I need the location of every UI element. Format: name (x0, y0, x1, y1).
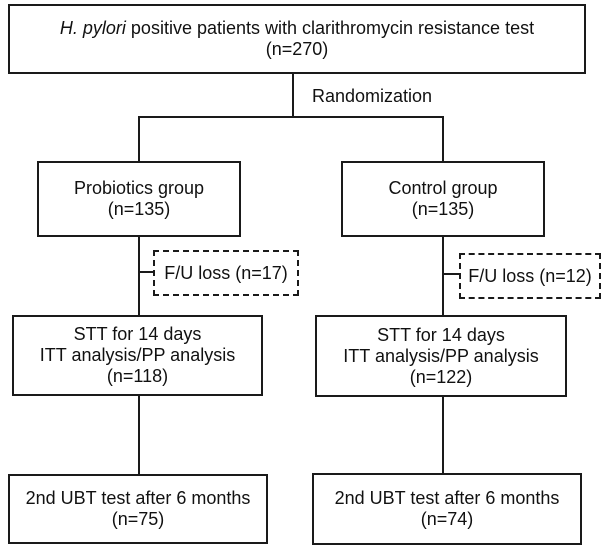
right-fu-loss-label: F/U loss (n=12) (468, 266, 592, 286)
right-stt-line2: ITT analysis/PP analysis (343, 345, 539, 366)
connector-left-stub (138, 116, 140, 162)
right-ubt-count: (n=74) (420, 509, 474, 529)
control-group-count: (n=135) (411, 199, 475, 219)
right-stt-box: STT for 14 days ITT analysis/PP analysis… (315, 315, 567, 397)
connector-right-group-to-stt (442, 237, 444, 315)
probiotics-group-count: (n=135) (107, 199, 171, 219)
right-stt-count: (n=122) (409, 366, 473, 387)
connector-right-stt-to-ubt (442, 397, 444, 473)
enrollment-title-rest: positive patients with clarithromycin re… (125, 18, 535, 38)
right-ubt-box: 2nd UBT test after 6 months (n=74) (312, 473, 582, 545)
control-group-box: Control group (n=135) (341, 161, 545, 237)
randomization-label: Randomization (312, 86, 433, 106)
right-ubt-line1: 2nd UBT test after 6 months (334, 488, 560, 508)
enrollment-title: H. pylori positive patients with clarith… (60, 18, 534, 39)
species-name-italic: H. pylori (59, 18, 126, 38)
left-ubt-count: (n=75) (111, 509, 165, 529)
left-ubt-line1: 2nd UBT test after 6 months (25, 488, 251, 508)
connector-top-vertical (292, 74, 294, 118)
enrollment-count: (n=270) (265, 39, 329, 59)
connector-branch-horizontal (138, 116, 444, 118)
control-group-name: Control group (388, 178, 498, 198)
left-fu-loss-box: F/U loss (n=17) (153, 250, 299, 296)
probiotics-group-name: Probiotics group (73, 178, 205, 198)
connector-right-fu-tick (442, 273, 460, 275)
enrollment-box: H. pylori positive patients with clarith… (8, 4, 586, 74)
connector-left-stt-to-ubt (138, 396, 140, 474)
left-stt-box: STT for 14 days ITT analysis/PP analysis… (12, 315, 263, 396)
connector-left-group-to-stt (138, 237, 140, 315)
probiotics-group-box: Probiotics group (n=135) (37, 161, 241, 237)
left-fu-loss-label: F/U loss (n=17) (164, 263, 288, 283)
right-fu-loss-box: F/U loss (n=12) (459, 253, 601, 299)
left-ubt-box: 2nd UBT test after 6 months (n=75) (8, 474, 268, 544)
connector-left-fu-tick (138, 271, 154, 273)
left-stt-count: (n=118) (106, 366, 169, 386)
connector-right-stub (442, 116, 444, 162)
right-stt-line1: STT for 14 days (377, 324, 505, 345)
left-stt-line2: ITT analysis/PP analysis (39, 345, 236, 365)
left-stt-line1: STT for 14 days (73, 324, 202, 344)
